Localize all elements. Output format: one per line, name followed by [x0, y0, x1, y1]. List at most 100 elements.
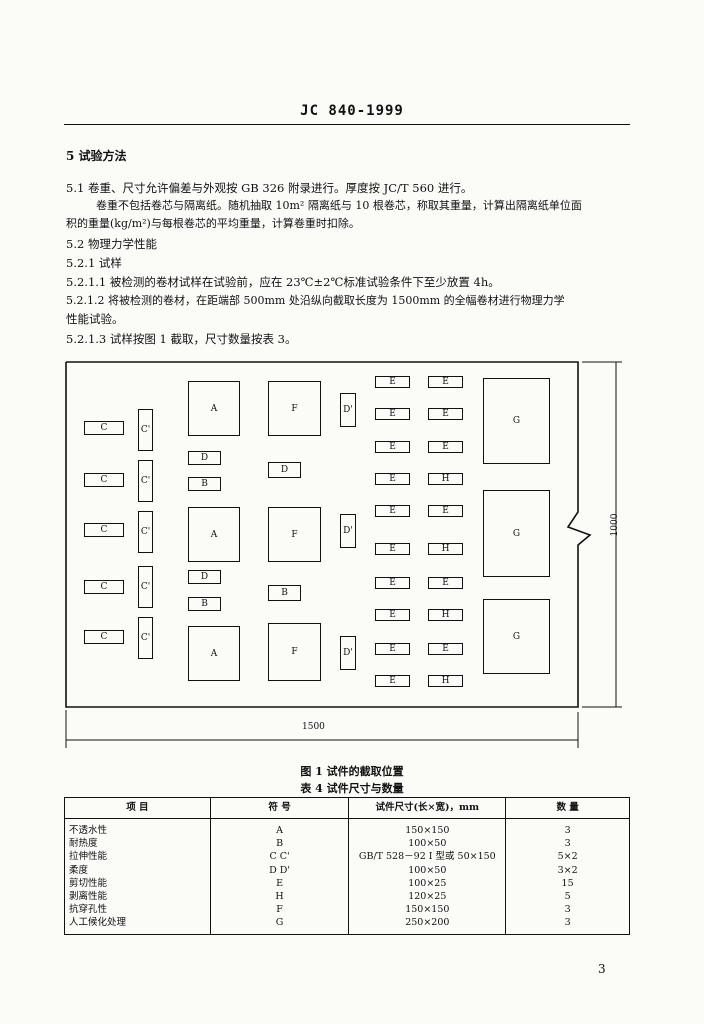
cell-size: 120×25 — [348, 890, 507, 904]
specimen-e: E — [375, 441, 410, 453]
cell-item: 抗穿孔性 — [64, 903, 211, 917]
cell-size: 250×200 — [348, 916, 507, 935]
specimen-c-prime: C' — [138, 409, 153, 451]
specimen-f: F — [268, 623, 321, 681]
cell-symbol: H — [209, 890, 350, 904]
specimen-f: F — [268, 381, 321, 436]
cutting-diagram: 1000 1500 C C C C C C' C' C' C' C' A D B… — [65, 361, 622, 748]
figure-caption: 图 1 试件的截取位置 — [300, 765, 404, 778]
clause-5-2: 5.2 物理力学性能 — [66, 237, 157, 251]
cell-symbol: E — [209, 876, 350, 891]
specimen-e: E — [428, 505, 463, 517]
table-caption: 表 4 试件尺寸与数量 — [300, 782, 404, 795]
specimen-d-prime: D' — [340, 636, 356, 670]
cell-quantity: 3 — [505, 818, 630, 838]
cell-size: 150×150 — [348, 903, 507, 917]
cell-item: 不透水性 — [64, 818, 211, 838]
specimen-b: B — [188, 477, 221, 491]
height-dimension-label: 1000 — [610, 513, 620, 537]
specimen-e: E — [375, 577, 410, 589]
cell-quantity: 3 — [505, 903, 630, 917]
specimen-g: G — [483, 490, 550, 577]
specimen-c: C — [84, 580, 124, 594]
specimen-e: E — [375, 643, 410, 655]
cell-item: 剥离性能 — [64, 890, 211, 904]
cell-item: 剪切性能 — [64, 876, 211, 891]
clause-5-2-1-1: 5.2.1.1 被检测的卷材试样在试验前，应在 23℃±2℃标准试验条件下至少放… — [66, 275, 500, 289]
specimen-e: E — [428, 643, 463, 655]
column-header-symbol: 符 号 — [209, 797, 350, 819]
specimen-g: G — [483, 599, 550, 674]
clause-5-2-1-2-line2: 性能试验。 — [66, 312, 124, 326]
specimen-b: B — [268, 585, 301, 601]
cell-quantity: 3 — [505, 837, 630, 851]
cell-quantity: 3 — [505, 916, 630, 935]
clause-5-1: 5.1 卷重、尺寸允许偏差与外观按 GB 326 附录进行。厚度按 JC/T 5… — [66, 181, 473, 195]
specimen-d: D — [268, 462, 301, 478]
specimen-h: H — [428, 543, 463, 555]
specimen-h: H — [428, 675, 463, 687]
specimen-d: D — [188, 451, 221, 465]
cell-symbol: A — [209, 818, 350, 838]
clause-5-2-1: 5.2.1 试样 — [66, 256, 122, 270]
specimen-c-prime: C' — [138, 511, 153, 553]
specimen-c-prime: C' — [138, 617, 153, 659]
specimen-e: E — [375, 675, 410, 687]
column-header-quantity: 数 量 — [505, 797, 630, 819]
header-rule — [64, 124, 630, 125]
specimen-b: B — [188, 597, 221, 611]
cell-symbol: F — [209, 903, 350, 917]
clause-5-1-note-line1: 卷重不包括卷芯与隔离纸。随机抽取 10m² 隔离纸与 10 根卷芯，称取其重量，… — [96, 199, 582, 212]
table-header-row: 项 目 符 号 试件尺寸(长×宽)，mm 数 量 — [64, 797, 630, 819]
specimen-c: C — [84, 523, 124, 537]
specimen-c-prime: C' — [138, 566, 153, 608]
clause-5-2-1-3: 5.2.1.3 试样按图 1 截取，尺寸数量按表 3。 — [66, 332, 297, 346]
cell-quantity: 5 — [505, 890, 630, 904]
cell-size: 100×25 — [348, 876, 507, 891]
clause-5-1-note-line2: 积的重量(kg/m²)与每根卷芯的平均重量，计算卷重时扣除。 — [66, 217, 360, 230]
specimen-c: C — [84, 421, 124, 435]
specimen-d-prime: D' — [340, 514, 356, 548]
cell-symbol: C C' — [209, 850, 350, 864]
cell-item: 柔度 — [64, 863, 211, 877]
specimen-a: A — [188, 507, 240, 562]
cell-size: GB/T 528－92 I 型或 50×150 — [348, 850, 507, 864]
specimen-e: E — [428, 441, 463, 453]
specimen-e: E — [375, 505, 410, 517]
specimen-c: C — [84, 630, 124, 644]
clause-5-2-1-2-line1: 5.2.1.2 将被检测的卷材，在距端部 500mm 处沿纵向截取长度为 150… — [66, 294, 565, 307]
sheet-outline — [65, 361, 622, 748]
specimen-e: E — [428, 577, 463, 589]
cell-size: 100×50 — [348, 837, 507, 851]
cell-item: 拉伸性能 — [64, 850, 211, 864]
column-header-item: 项 目 — [64, 797, 211, 819]
specimen-e: E — [375, 408, 410, 420]
specimen-e: E — [428, 408, 463, 420]
cell-quantity: 15 — [505, 876, 630, 891]
specimen-f: F — [268, 507, 321, 562]
cell-size: 100×50 — [348, 863, 507, 877]
specimen-e: E — [375, 376, 410, 388]
cell-quantity: 5×2 — [505, 850, 630, 864]
specimen-a: A — [188, 626, 240, 681]
specimen-g: G — [483, 378, 550, 464]
column-header-size: 试件尺寸(长×宽)，mm — [348, 797, 507, 819]
width-dimension-label: 1500 — [302, 722, 325, 732]
specimen-d-prime: D' — [340, 393, 356, 427]
specimen-e: E — [375, 543, 410, 555]
cell-size: 150×150 — [348, 818, 507, 838]
specimen-e: E — [375, 609, 410, 621]
cell-symbol: G — [209, 916, 350, 935]
specimen-c-prime: C' — [138, 460, 153, 502]
document-header: JC 840-1999 — [300, 103, 404, 119]
cell-quantity: 3×2 — [505, 863, 630, 877]
specimen-d: D — [188, 570, 221, 584]
